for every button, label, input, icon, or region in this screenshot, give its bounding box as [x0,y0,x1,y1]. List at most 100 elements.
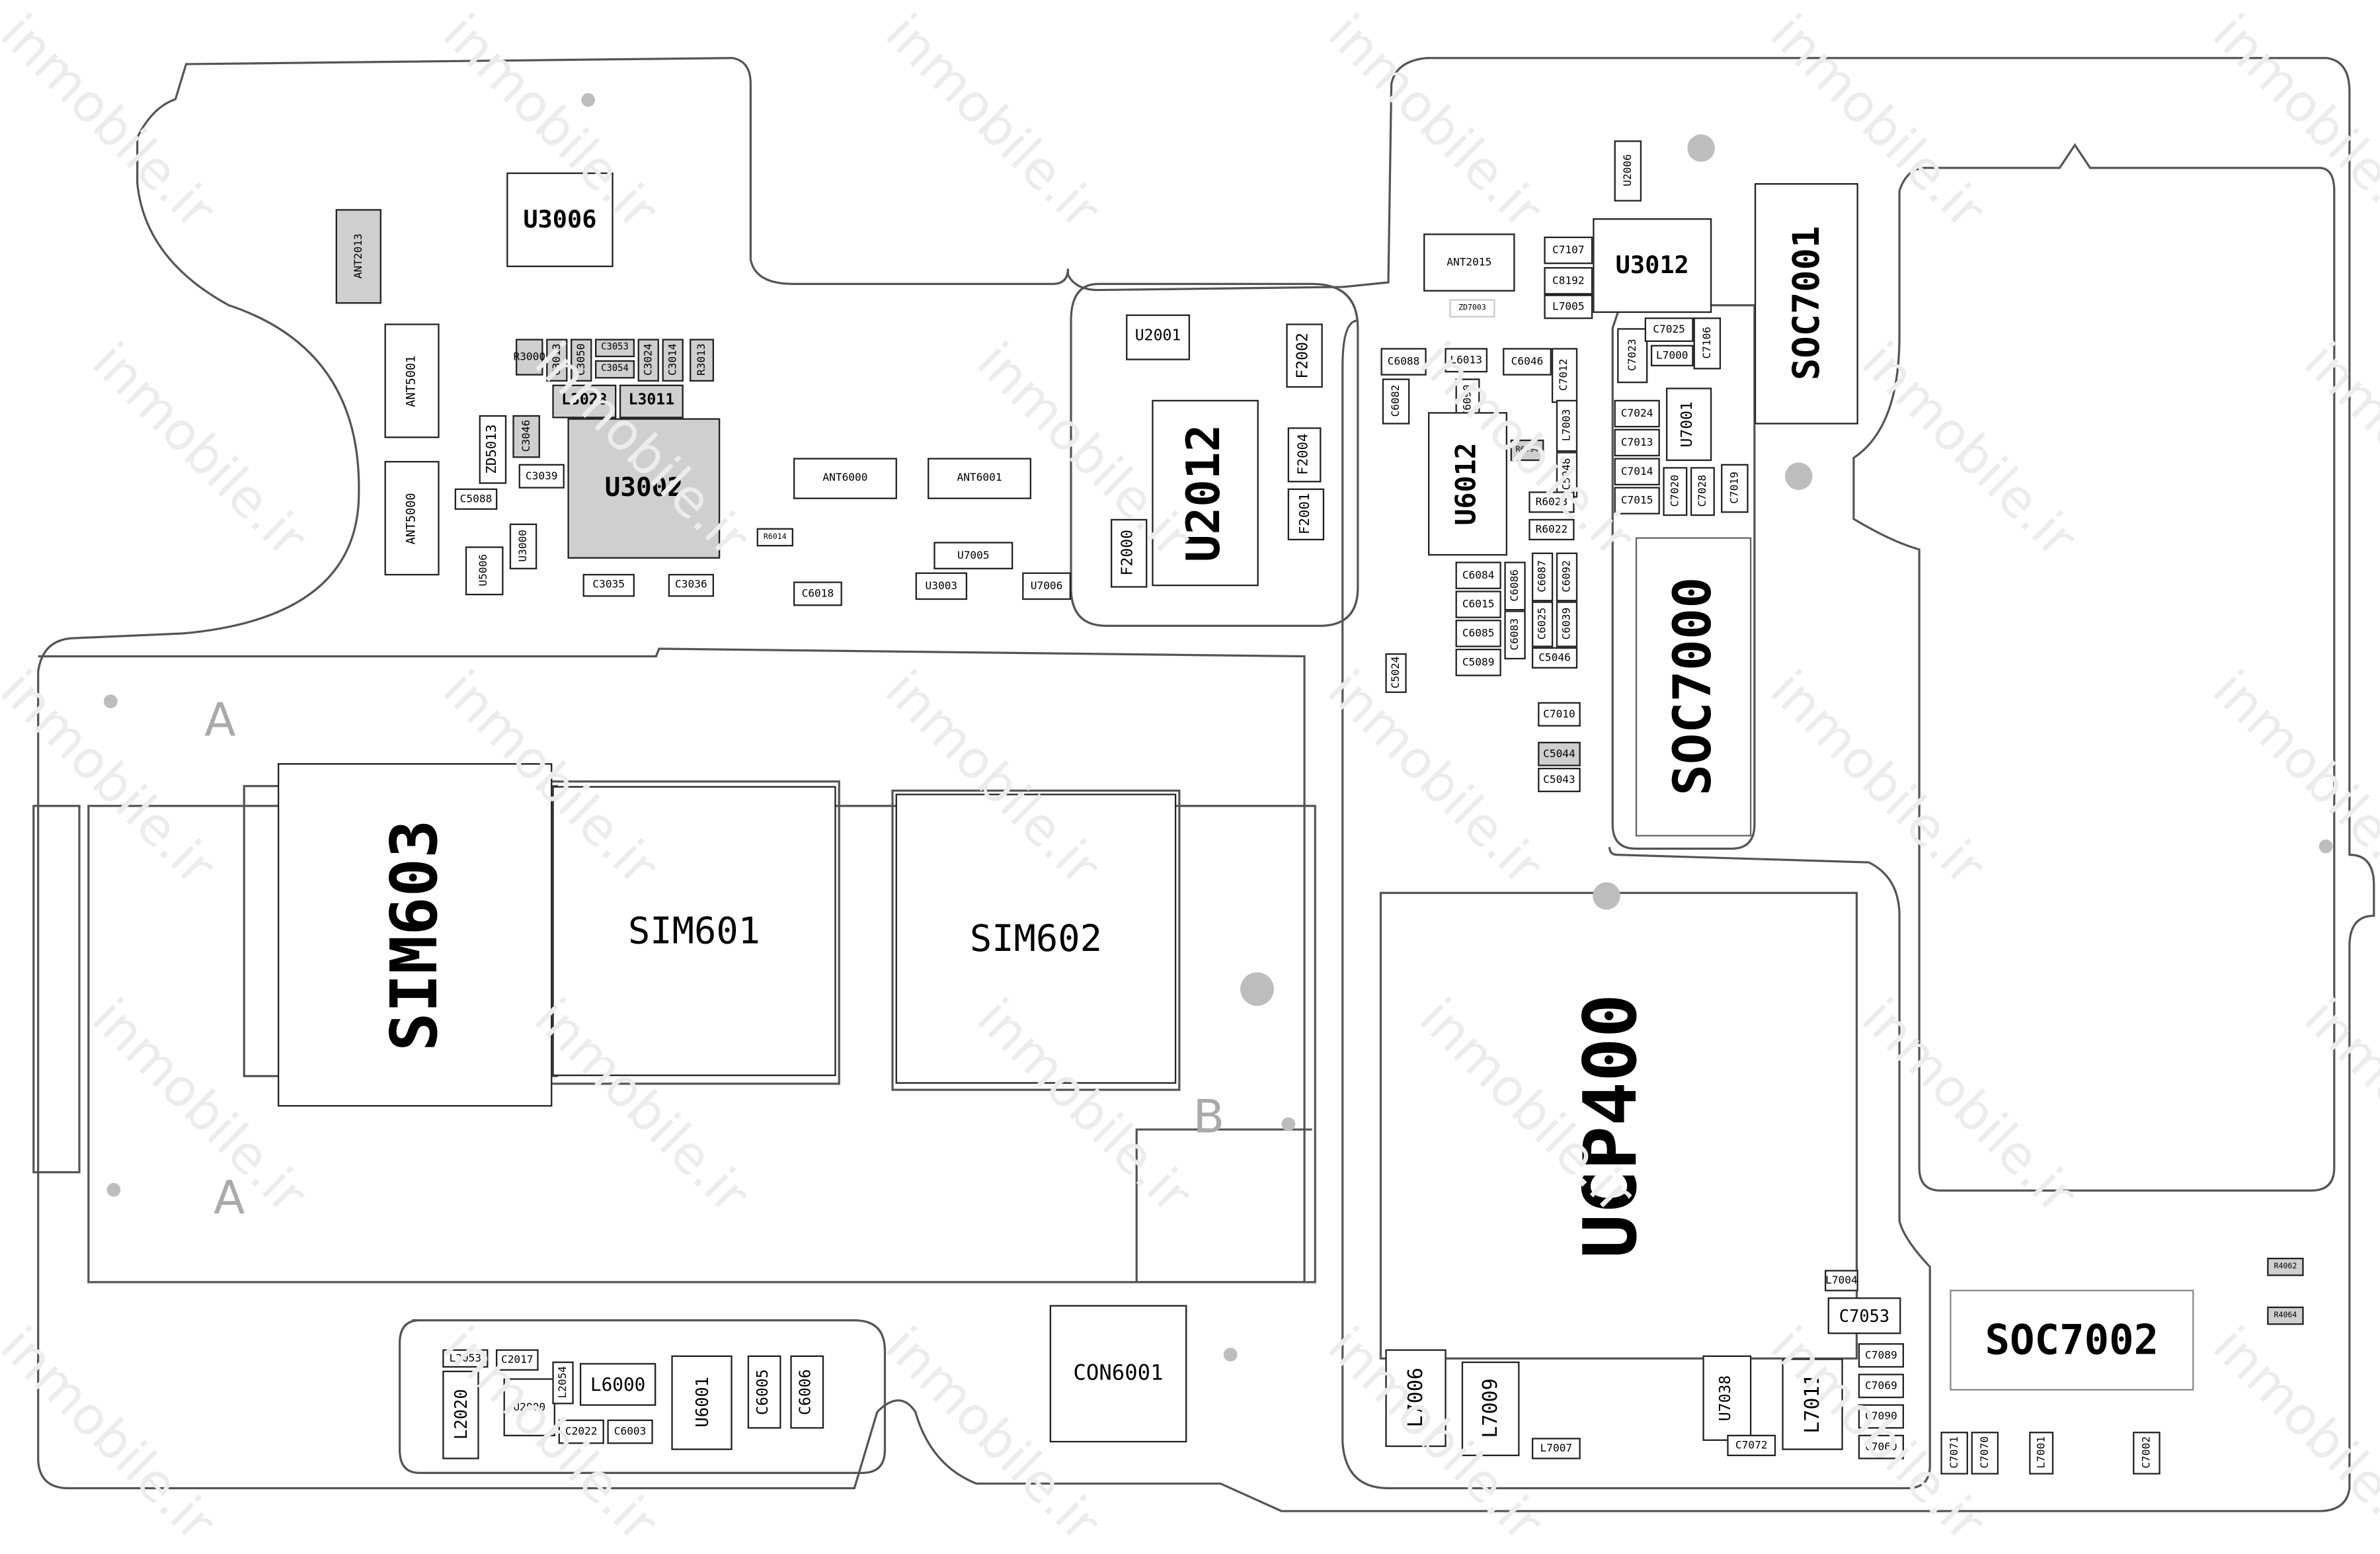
component-soc7002: SOC7002 [1950,1289,2194,1391]
component-c5024: C5024 [1385,653,1407,693]
component-c6046: C6046 [1503,348,1552,376]
left-frame [38,647,1312,1284]
component-u3006: U3006 [506,172,614,267]
component-c3024: C3024 [637,339,659,382]
component-c7019: C7019 [1721,464,1749,513]
component-r3013: R3013 [690,339,715,382]
component-c8192: C8192 [1544,266,1593,295]
component-c2017: C2017 [496,1349,539,1371]
component-u3002: U3002 [567,418,721,559]
component-c7090: C7090 [1858,1404,1905,1429]
component-c3035: C3035 [582,573,635,597]
component-c6005: C6005 [747,1355,781,1429]
component-u3000: U3000 [509,523,537,569]
component-u2001: U2001 [1126,314,1191,360]
component-r6023: R6023 [1528,491,1575,513]
component-r3000: R3000 [513,339,545,376]
zone-mark-b: B [1193,1091,1225,1145]
component-l7005: L7005 [1544,294,1593,319]
component-zd7003: ZD7003 [1449,299,1495,318]
component-zd5013: ZD5013 [479,415,507,484]
component-c6086: C6086 [1504,561,1526,611]
component-c7106: C7106 [1693,317,1722,370]
component-c7072: C7072 [1727,1434,1776,1457]
component-ant6000: ANT6000 [793,458,897,499]
component-c7012: C7012 [1551,348,1578,403]
component-u6012: U6012 [1428,412,1508,556]
component-l6000: L6000 [579,1363,656,1406]
via-dot [103,694,118,709]
component-l2053: L2053 [442,1349,489,1368]
component-c7107: C7107 [1544,236,1593,265]
component-c5089: C5089 [1455,648,1501,676]
pcb-layout: A A B U3006 ANT2013 ANT5001 ANT5000 R300… [0,3,2380,1554]
component-c5046: C5046 [1531,647,1578,669]
component-u2006: U2006 [1614,140,1642,202]
component-l7000: L7000 [1650,345,1694,366]
zone-mark-a: A [204,694,236,749]
component-c3039: C3039 [518,464,565,489]
component-c5088: C5088 [454,488,498,510]
component-r4064: R4064 [2267,1306,2304,1325]
component-f2002: F2002 [1286,323,1323,388]
zone-mark-a: A [214,1172,245,1226]
via-dot [1687,134,1715,162]
component-c7023: C7023 [1617,328,1648,384]
component-l3011: L3011 [619,384,684,419]
component-r6022: R6022 [1528,518,1575,541]
component-sim603: SIM603 [278,763,553,1107]
component-f2001: F2001 [1287,488,1325,541]
component-f2004: F2004 [1287,427,1322,483]
component-c7028: C7028 [1690,467,1715,516]
component-c6092: C6092 [1556,552,1578,602]
component-l6013: L6013 [1445,348,1488,373]
right-shield [1852,143,2336,1192]
via-dot [1785,462,1813,490]
component-soc7000: SOC7000 [1635,537,1752,837]
component-f2000: F2000 [1111,518,1148,588]
component-ucp400: UCP400 [1568,993,1654,1258]
via-dot [1281,1117,1296,1131]
via-dot [1240,972,1274,1006]
component-c7089: C7089 [1858,1343,1905,1368]
via-dot [1593,882,1620,910]
component-c6015: C6015 [1455,591,1501,618]
component-c3013: C3013 [546,339,568,382]
component-l7003: L7003 [1556,399,1578,452]
via-dot [106,1182,121,1197]
component-c3050: C3050 [571,339,592,382]
component-l2054: L2054 [552,1361,574,1405]
component-c6018: C6018 [793,581,842,606]
soc7000-frame [1611,304,1756,850]
component-c6082: C6082 [1382,378,1410,425]
component-c5044: C5044 [1538,741,1581,766]
component-c2022: C2022 [558,1419,604,1444]
component-c6039: C6039 [1556,601,1578,647]
component-ant2013: ANT2013 [335,209,381,304]
shield-bottom [1341,319,1931,1490]
component-c3046: C3046 [512,415,540,458]
component-c6003: C6003 [607,1419,653,1444]
via-dot [581,93,596,107]
component-r6994: R6994 [1510,439,1544,462]
component-c7020: C7020 [1663,467,1688,516]
component-ant2015: ANT2015 [1423,233,1515,292]
component-ant5001: ANT5001 [384,323,440,438]
component-ant6001: ANT6001 [928,458,1032,499]
component-c7024: C7024 [1614,399,1660,428]
component-u3003: U3003 [915,572,968,600]
board-edge [37,57,2375,1512]
component-l7004: L7004 [1825,1270,1858,1291]
component-c6088: C6088 [1380,348,1427,376]
component-u7001: U7001 [1666,388,1712,462]
component-c7002: C7002 [2133,1432,2161,1475]
component-c7025: C7025 [1644,317,1694,343]
component-u6001: U6001 [671,1355,733,1450]
component-sim602: SIM602 [895,794,1177,1084]
component-c3036: C3036 [668,573,715,597]
component-l7009: L7009 [1461,1361,1520,1457]
component-c3054: C3054 [595,360,635,379]
component-c6085: C6085 [1455,620,1501,647]
component-c5043: C5043 [1538,768,1581,792]
component-l7007: L7007 [1531,1438,1581,1459]
